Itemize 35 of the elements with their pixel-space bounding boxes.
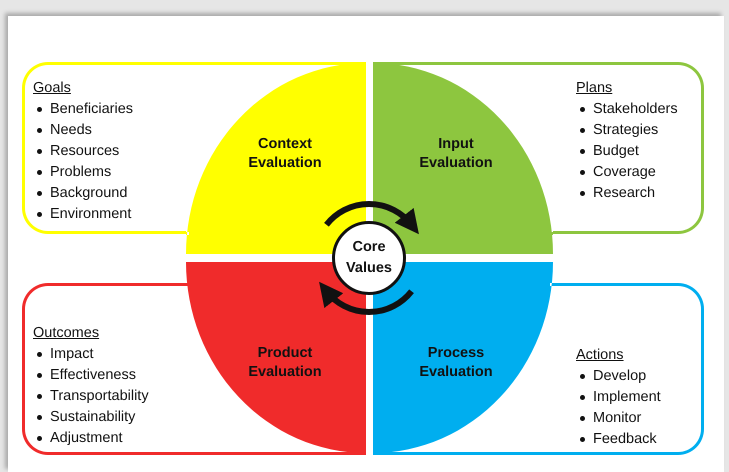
quadrant-label: Context Evaluation bbox=[247, 135, 323, 173]
list-card bbox=[22, 283, 186, 455]
list-heading: Plans bbox=[576, 79, 614, 98]
list-item: Transportability bbox=[50, 387, 149, 406]
list-item: Beneficiaries bbox=[50, 100, 134, 119]
quadrant-label: Input Evaluation bbox=[418, 135, 494, 173]
list-item: Sustainability bbox=[50, 408, 136, 427]
curved-arrow bbox=[318, 282, 414, 315]
list-item: Stakeholders bbox=[593, 100, 678, 119]
quadrant-label: Product Evaluation bbox=[247, 344, 323, 382]
list-item: Implement bbox=[593, 388, 661, 407]
list-heading: Outcomes bbox=[33, 324, 100, 343]
list-item: Impact bbox=[50, 345, 94, 364]
list-card bbox=[22, 62, 186, 234]
list-item: Feedback bbox=[593, 430, 657, 449]
curved-arrow bbox=[324, 201, 420, 234]
list-item: Adjustment bbox=[50, 429, 123, 448]
list-item: Effectiveness bbox=[50, 366, 136, 385]
list-heading: Goals bbox=[33, 79, 72, 98]
list-card bbox=[553, 62, 704, 234]
core-label: Core Values bbox=[345, 238, 393, 278]
list-item: Monitor bbox=[593, 409, 642, 428]
list-item: Budget bbox=[593, 142, 639, 161]
list-item: Coverage bbox=[593, 163, 656, 182]
list-card bbox=[553, 283, 704, 455]
list-item: Problems bbox=[50, 163, 112, 182]
list-item: Needs bbox=[50, 121, 92, 140]
list-item: Research bbox=[593, 184, 656, 203]
list-item: Resources bbox=[50, 142, 120, 161]
list-item: Background bbox=[50, 184, 128, 203]
list-item: Develop bbox=[593, 367, 646, 386]
list-heading: Actions bbox=[576, 346, 625, 365]
list-item: Environment bbox=[50, 205, 132, 224]
list-item: Strategies bbox=[593, 121, 658, 140]
quadrant-label: Process Evaluation bbox=[418, 344, 494, 382]
